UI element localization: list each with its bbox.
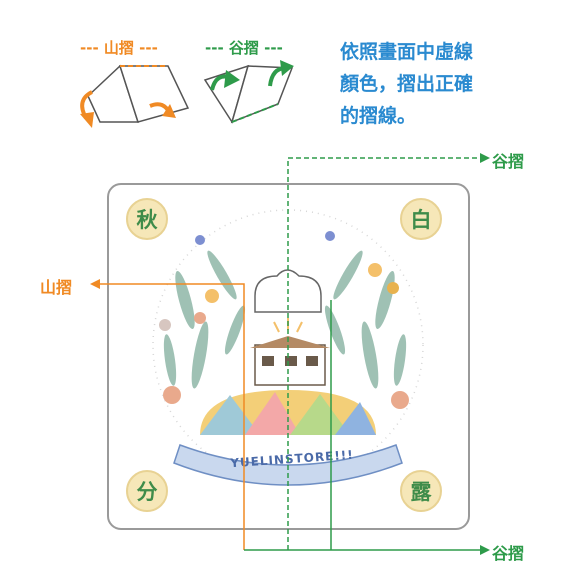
valley-fold-line-top	[287, 157, 480, 550]
valley-fold-illustration	[203, 60, 294, 124]
valley-fold-callout-top: 谷摺	[492, 152, 525, 171]
corner-badge-bottom-right: 露	[400, 470, 442, 512]
legend-dash-right: ---	[133, 39, 158, 57]
mountain-fold-illustration	[80, 64, 190, 128]
top-callout-arrow	[480, 153, 490, 163]
house-illustration	[250, 318, 330, 386]
valley-fold-line-bottom	[244, 300, 480, 551]
mountain-fold-callout: 山摺	[40, 278, 73, 297]
legend-dash-left: ---	[205, 39, 229, 57]
valley-fold-label: 谷摺	[228, 39, 259, 57]
flower-clusters	[159, 231, 409, 409]
instruction-line-3: 的摺線。	[340, 105, 417, 127]
corner-badge-top-right: 白	[400, 198, 442, 240]
dotted-halo	[152, 209, 424, 481]
mountain-fold-line	[100, 283, 245, 550]
mountain-fold-label: 山摺	[103, 39, 134, 57]
valley-fold-legend-label: --- 谷摺 ---	[205, 37, 283, 58]
left-foliage	[163, 250, 246, 389]
instruction-line-2: 顏色，摺出正確	[340, 73, 474, 95]
legend-dash-right: ---	[258, 39, 283, 57]
instruction-line-1: 依照畫面中虛線	[340, 41, 474, 63]
legend-dash-left: ---	[80, 39, 104, 57]
bottom-callout-arrow	[480, 545, 490, 555]
left-callout-arrow	[90, 279, 100, 289]
corner-badge-top-left: 秋	[126, 198, 168, 240]
corner-badge-bottom-left: 分	[126, 470, 168, 512]
instruction-text: 依照畫面中虛線 顏色，摺出正確 的摺線。	[340, 36, 540, 132]
mountain-fold-legend-label: --- 山摺 ---	[80, 37, 158, 58]
valley-fold-callout-bottom: 谷摺	[492, 544, 525, 563]
